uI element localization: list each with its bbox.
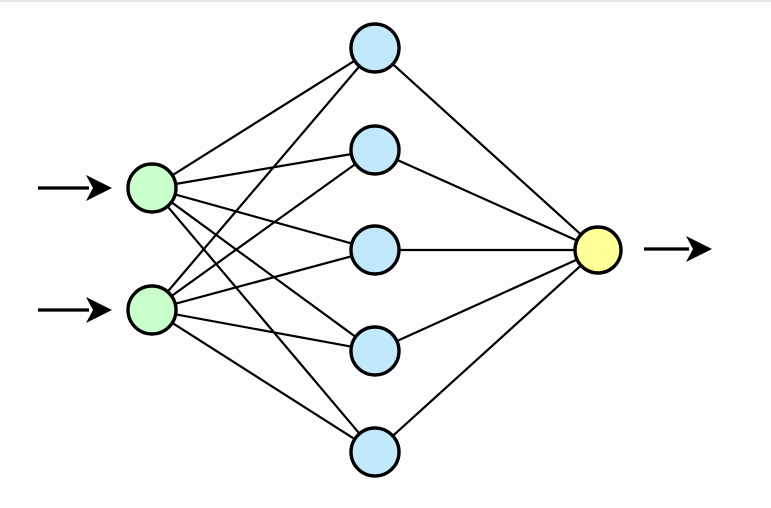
input-node-1[interactable] [126, 162, 178, 214]
edge-i1-h5 [166, 204, 361, 436]
edges-group [166, 59, 583, 441]
edge-i2-h2 [170, 162, 357, 298]
edge-i1-h1 [170, 59, 357, 177]
edge-i1-h2 [174, 152, 353, 186]
edge-i2-h4 [174, 313, 353, 348]
output-arrow-1-head [686, 236, 712, 262]
hidden-node-2[interactable] [349, 124, 401, 176]
edge-h1-o1 [391, 62, 583, 237]
edge-i1-h4 [169, 200, 358, 339]
input-node-2[interactable] [126, 284, 178, 336]
input-arrow-2-head [86, 297, 112, 323]
edge-h5-o1 [391, 263, 583, 438]
hidden-node-5[interactable] [349, 426, 401, 478]
hidden-node-4[interactable] [349, 325, 401, 377]
edge-h2-o1 [395, 158, 579, 243]
input-arrow-1-head [86, 175, 112, 201]
edge-i1-h3 [173, 193, 354, 245]
edge-i2-h3 [173, 254, 354, 306]
hidden-node-3[interactable] [349, 224, 401, 276]
edge-i2-h5 [170, 321, 357, 441]
output-node-1[interactable] [573, 225, 623, 275]
edge-i2-h1 [166, 64, 361, 294]
edge-h4-o1 [395, 258, 579, 343]
nodes-group [126, 22, 623, 478]
io-arrows-group [38, 175, 712, 323]
top-divider [0, 0, 771, 2]
hidden-node-1[interactable] [349, 22, 401, 74]
